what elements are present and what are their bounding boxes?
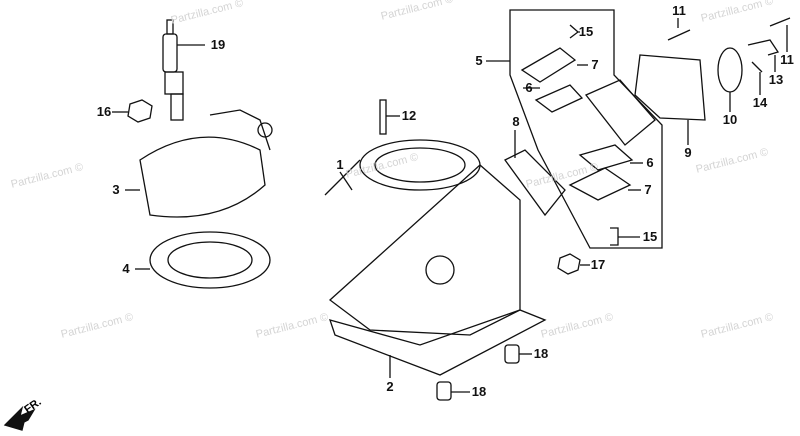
callout-11: 11 [780, 52, 794, 67]
callout-18: 18 [471, 384, 487, 399]
callout-6: 6 [646, 155, 654, 170]
callout-19: 19 [210, 37, 226, 52]
callout-7: 7 [644, 182, 652, 197]
callout-16: 16 [96, 104, 112, 119]
hose-clamp [717, 47, 743, 112]
callout-11: 11 [672, 3, 686, 18]
callout-8: 8 [512, 114, 520, 129]
callout-15: 15 [642, 229, 658, 244]
callout-2: 2 [386, 379, 394, 394]
small-hardware [667, 17, 791, 95]
nut-17 [557, 253, 590, 275]
callout-17: 17 [590, 257, 606, 272]
dowel-18a [504, 344, 532, 364]
reed-valve-bracket [486, 9, 663, 249]
spark-plug [162, 19, 205, 121]
base-gasket [328, 309, 547, 378]
reed-valve-plates [520, 24, 656, 246]
nut-16 [112, 99, 153, 123]
callout-7: 7 [591, 57, 599, 72]
front-arrow-icon [3, 405, 36, 431]
head-gasket [135, 231, 271, 289]
callout-6: 6 [525, 80, 533, 95]
callout-14: 14 [752, 95, 768, 110]
reed-gasket [504, 130, 566, 217]
dowel-18b [436, 381, 470, 401]
callout-3: 3 [112, 182, 120, 197]
callout-4: 4 [122, 261, 130, 276]
callout-5: 5 [475, 53, 483, 68]
callout-12: 12 [401, 108, 417, 123]
cylinder-head [125, 109, 273, 218]
stud-12 [379, 99, 400, 135]
callout-10: 10 [722, 112, 738, 127]
intake-boot [634, 54, 706, 145]
callout-1: 1 [336, 157, 344, 172]
callout-13: 13 [768, 72, 784, 87]
callout-9: 9 [684, 145, 692, 160]
callout-15: 15 [578, 24, 594, 39]
callout-18: 18 [533, 346, 549, 361]
cylinder [324, 139, 521, 336]
